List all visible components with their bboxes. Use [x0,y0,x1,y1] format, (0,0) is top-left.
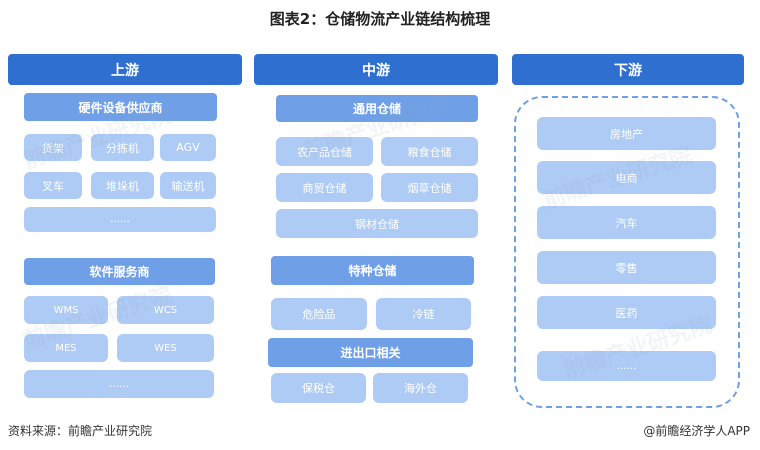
import-item-bonded: 保税仓 [271,373,366,403]
hardware-item-conveyor: 输送机 [160,172,216,199]
hardware-item-shelf: 货架 [24,134,82,161]
special-storage-label: 特种仓储 [271,256,474,285]
figure-title: 图表2：仓储物流产业链结构梳理 [269,10,491,28]
hardware-item-more: …… [24,207,216,232]
software-provider-label: 软件服务商 [24,258,215,285]
hardware-item-forklift: 叉车 [24,172,82,199]
import-export-label: 进出口相关 [268,338,473,367]
downstream-item-auto: 汽车 [537,206,716,239]
general-item-agri: 农产品仓储 [276,137,373,166]
upstream-header: 上游 [8,54,242,85]
software-item-wcs: WCS [117,296,214,324]
software-item-more: …… [24,370,214,398]
hardware-item-stacker: 堆垛机 [91,172,154,199]
general-storage-label: 通用仓储 [276,95,478,122]
hardware-item-agv: AGV [160,134,216,161]
downstream-item-pharma: 医药 [537,296,716,329]
import-item-overseas: 海外仓 [373,373,468,403]
general-item-grain: 粮食仓储 [381,137,478,166]
downstream-item-more: …… [537,351,716,381]
special-item-hazmat: 危险品 [271,298,367,330]
software-item-mes: MES [24,334,108,362]
source-note: 资料来源：前瞻产业研究院 [8,424,153,438]
general-item-steel: 钢材仓储 [276,209,478,238]
special-item-coldchain: 冷链 [376,298,471,330]
midstream-header: 中游 [254,54,498,85]
hardware-supplier-label: 硬件设备供应商 [24,93,217,121]
credit-note: @前瞻经济学人APP [643,424,750,438]
downstream-item-ecommerce: 电商 [537,161,716,194]
hardware-item-sorter: 分拣机 [91,134,154,161]
general-item-tobacco: 烟草仓储 [381,173,478,202]
downstream-item-realestate: 房地产 [537,117,716,150]
downstream-header: 下游 [512,54,744,85]
downstream-item-retail: 零售 [537,251,716,284]
software-item-wes: WES [117,334,214,362]
general-item-trade: 商贸仓储 [276,173,373,202]
software-item-wms: WMS [24,296,108,324]
downstream-dashed-frame [514,96,740,408]
